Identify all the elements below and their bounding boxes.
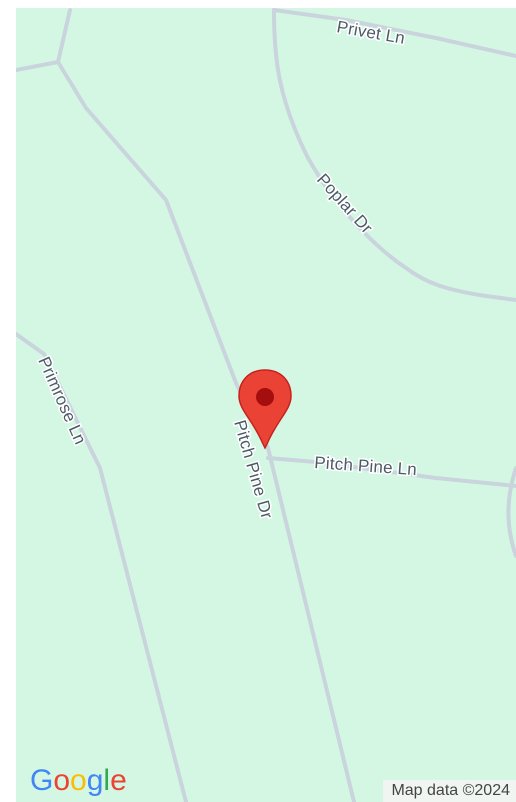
map-pin-dot: [256, 388, 274, 406]
road-primrose-ln: [16, 332, 188, 802]
logo-letter-o2: o: [70, 764, 87, 797]
road-top-left-connector: [16, 8, 72, 72]
road-label-poplar-dr: Poplar Dr: [313, 170, 376, 238]
road-label-primrose-ln: Primrose Ln: [34, 354, 90, 447]
map-view[interactable]: Privet Ln Poplar Dr Primrose Ln Pitch Pi…: [16, 8, 516, 802]
logo-letter-l: l: [103, 764, 111, 797]
road-right-edge-curve: [506, 466, 516, 558]
road-privet-ln: [272, 8, 516, 58]
map-pin-icon[interactable]: [238, 369, 292, 450]
map-canvas[interactable]: Privet Ln Poplar Dr Primrose Ln Pitch Pi…: [16, 8, 516, 802]
road-pitch-pine-ln: [266, 456, 516, 488]
logo-letter-o1: o: [53, 764, 71, 797]
road-poplar-dr: [272, 8, 516, 302]
road-label-pitch-pine-ln: Pitch Pine Ln: [314, 453, 418, 479]
logo-letter-e: e: [110, 764, 127, 797]
map-attribution[interactable]: Map data ©2024: [383, 780, 516, 802]
road-label-privet-ln: Privet Ln: [335, 17, 406, 48]
road-pitch-pine-dr: [56, 60, 356, 802]
map-pin-body: [238, 369, 292, 450]
google-logo[interactable]: Google: [30, 766, 127, 796]
logo-letter-g2: g: [86, 764, 104, 797]
logo-letter-g: G: [30, 764, 54, 797]
